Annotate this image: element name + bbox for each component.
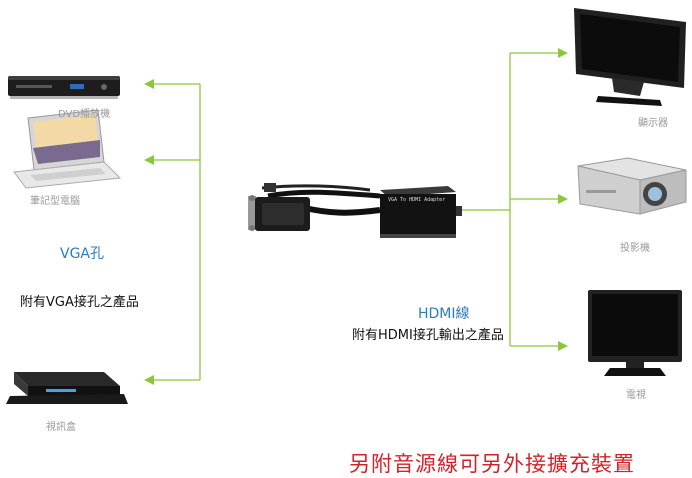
vga-connector-icon [248, 183, 381, 231]
laptop-caption: 筆記型電腦 [30, 196, 80, 207]
tvbox-caption: 視訊盒 [46, 422, 76, 433]
adapter-label: VGA To HDMI Adapter [388, 197, 446, 203]
vga-label: VGA孔 [60, 246, 105, 262]
projector-caption: 投影機 [620, 243, 650, 254]
tv-caption: 電視 [626, 390, 646, 401]
hdmi-label: HDMI線 [418, 306, 470, 322]
monitor-caption: 顯示器 [638, 118, 668, 129]
left-connector-lines [144, 79, 201, 385]
dvd-player-icon [8, 76, 120, 99]
hdmi-adapter-icon [380, 186, 462, 238]
hdmi-description: 附有HDMI接孔輸出之產品 [352, 328, 504, 343]
vga-description: 附有VGA接孔之產品 [20, 295, 139, 310]
footer-note: 另附音源線可另外接擴充裝置 [349, 452, 635, 476]
projector-icon [577, 157, 687, 215]
right-connector-lines [456, 48, 568, 351]
tv-icon [588, 290, 682, 376]
monitor-icon [574, 8, 686, 106]
laptop-icon [13, 109, 122, 189]
dvd-caption: DVD播放機 [58, 109, 111, 120]
tv-box-icon [6, 372, 128, 404]
